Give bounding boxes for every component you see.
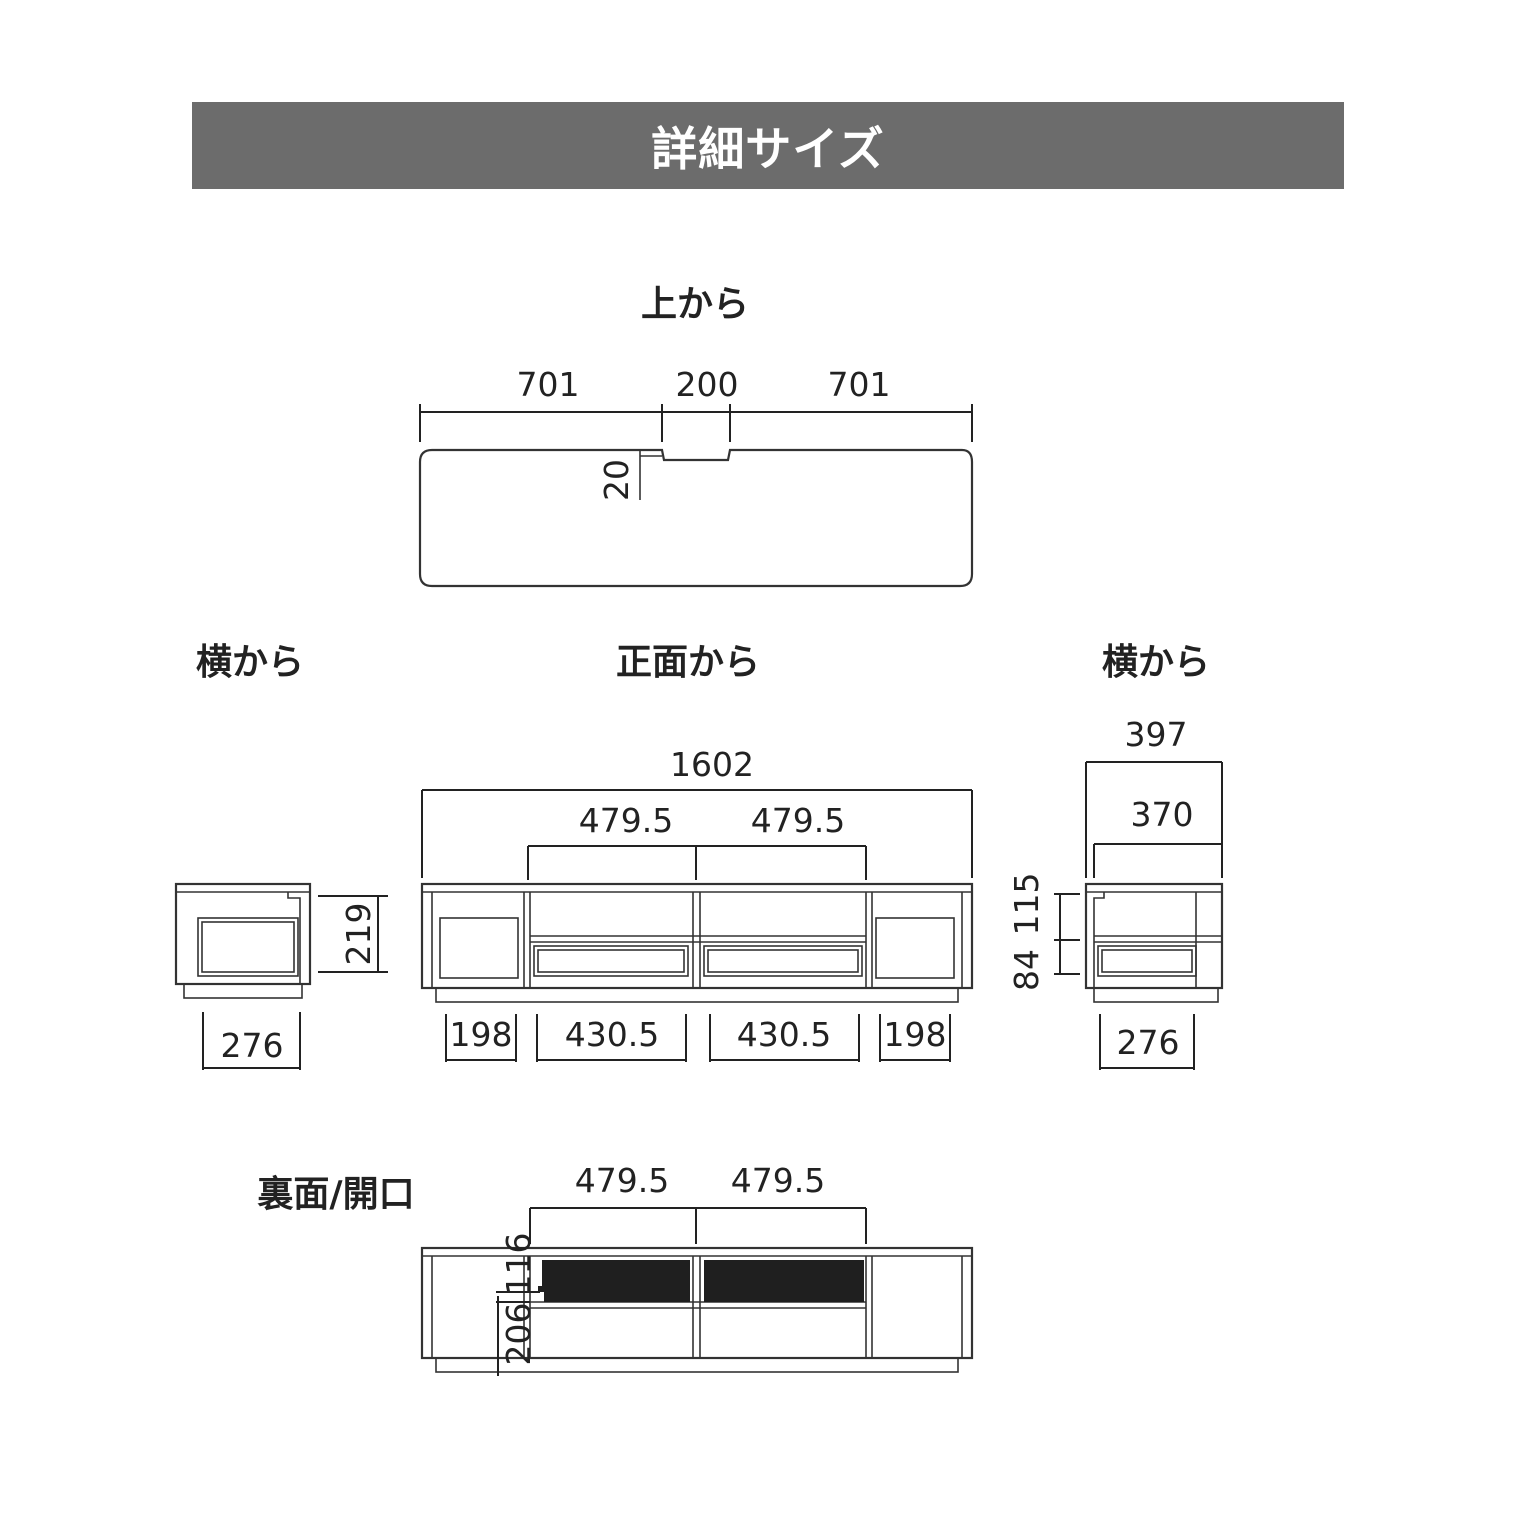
side-right-dim-h-upper: 115 — [1007, 873, 1046, 936]
page-title: 詳細サイズ — [651, 121, 885, 176]
front-glass-right — [875, 917, 955, 979]
back-view: 裏面/開口 479.5 479.5 116 206 — [257, 1161, 974, 1376]
side-left-dim-base: 276 — [221, 1026, 284, 1065]
front-view: 1602 479.5 479.5 — [420, 745, 974, 1062]
top-view-label: 上から — [641, 284, 749, 325]
side-left-view: 219 276 — [174, 882, 388, 1070]
title-bar: 詳細サイズ — [192, 102, 1344, 189]
front-drawer-left-glass — [537, 949, 685, 973]
top-dim-left: 701 — [517, 365, 580, 404]
front-drawer-right-glass — [707, 949, 859, 973]
side-right-dim-base: 276 — [1117, 1023, 1180, 1062]
front-drawer-right — [703, 945, 863, 977]
back-view-label: 裏面/開口 — [257, 1174, 414, 1215]
side-right-notch — [1093, 892, 1105, 988]
side-right-dim-inner: 370 — [1131, 795, 1194, 834]
side-left-label: 横から — [196, 642, 304, 683]
back-dim-upper-left: 479.5 — [575, 1161, 669, 1200]
top-view: 上から 701 200 701 20 — [418, 284, 974, 588]
back-dim-h-upper: 116 — [499, 1233, 538, 1296]
side-right-label: 横から — [1102, 642, 1210, 683]
side-left-glass-inner — [201, 921, 295, 973]
side-left-dim-height: 219 — [339, 903, 378, 966]
front-dim-b1: 198 — [450, 1015, 513, 1054]
front-dim-b4: 198 — [884, 1015, 947, 1054]
back-plinth — [435, 1357, 959, 1373]
side-left-notch — [287, 892, 301, 984]
front-dim-b3: 430.5 — [737, 1015, 831, 1054]
side-left-glass — [197, 917, 299, 977]
side-right-drawer-glass — [1101, 949, 1193, 973]
front-glass-left — [439, 917, 519, 979]
side-right-drawer — [1097, 945, 1197, 977]
front-drawer-left — [533, 945, 689, 977]
side-left-body — [174, 882, 312, 986]
back-dim-upper-right: 479.5 — [731, 1161, 825, 1200]
side-right-dim-outer: 397 — [1125, 715, 1188, 754]
side-right-base — [1093, 987, 1219, 1003]
front-label: 正面から — [616, 642, 760, 683]
front-dim-upper-left: 479.5 — [579, 801, 673, 840]
front-dim-upper-right: 479.5 — [751, 801, 845, 840]
side-right-view: 397 370 115 84 276 — [1007, 715, 1224, 1070]
top-outline — [418, 448, 974, 588]
front-dim-total: 1602 — [670, 745, 754, 784]
top-dim-right: 701 — [828, 365, 891, 404]
top-dim-center: 200 — [676, 365, 739, 404]
back-opening-left — [538, 1260, 690, 1302]
top-dim-notch: 20 — [597, 459, 636, 501]
front-plinth — [435, 987, 959, 1003]
side-left-base — [183, 983, 303, 999]
side-right-dim-h-lower: 84 — [1007, 949, 1046, 991]
front-dim-b2: 430.5 — [565, 1015, 659, 1054]
back-opening-right — [704, 1260, 864, 1302]
back-dim-h-lower: 206 — [499, 1303, 538, 1366]
